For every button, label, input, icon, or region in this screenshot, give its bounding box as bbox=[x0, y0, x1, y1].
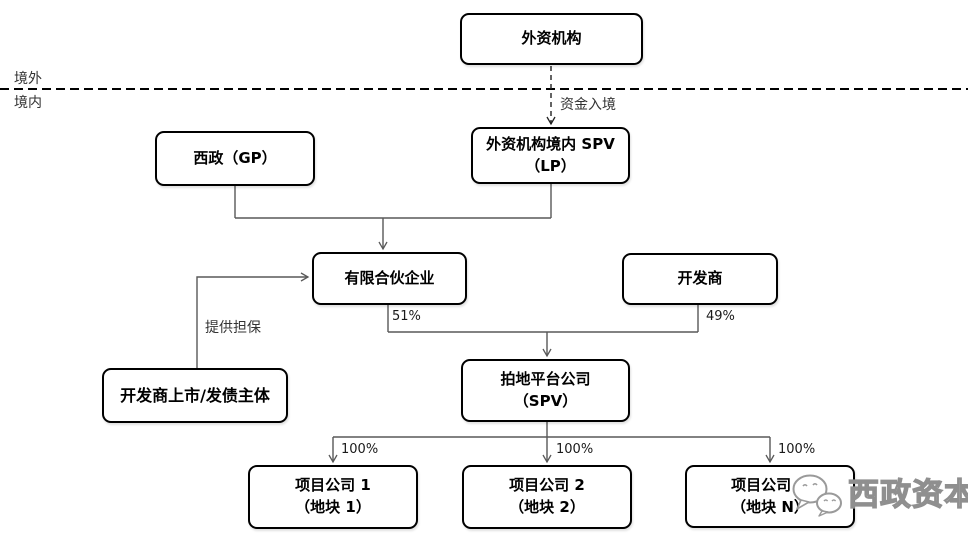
node-label-line2: （LP） bbox=[525, 156, 576, 175]
pct-100-label-projectN: 100% bbox=[778, 442, 816, 457]
node-label: 开发商 bbox=[677, 269, 723, 288]
offshore-label: 境外 bbox=[14, 71, 42, 87]
node-label-line1: 外资机构境内 SPV bbox=[486, 134, 615, 153]
capital-entry-label: 资金入境 bbox=[560, 97, 616, 113]
pct-100-label-project1: 100% bbox=[341, 442, 379, 457]
node-label-line1: 项目公司 N bbox=[731, 475, 809, 494]
node-project-company-n: 项目公司 N （地块 N） bbox=[685, 465, 855, 528]
node-label: 外资机构 bbox=[521, 29, 582, 48]
wechat-bubbles-icon bbox=[792, 474, 842, 517]
node-developer-listed-entity: 开发商上市/发债主体 bbox=[102, 368, 288, 423]
node-label-line2: （SPV） bbox=[513, 391, 578, 410]
node-project-company-2: 项目公司 2 （地块 2） bbox=[462, 465, 632, 529]
watermark-text: 西政资本 bbox=[847, 476, 968, 513]
node-label-line1: 拍地平台公司 bbox=[500, 369, 591, 388]
edge-gp-lp-junction bbox=[234, 184, 552, 219]
edge-51-49-junction bbox=[387, 305, 699, 333]
node-foreign-spv-lp: 外资机构境内 SPV （LP） bbox=[471, 127, 630, 184]
edge-platform-distribution bbox=[333, 422, 770, 438]
node-foreign-institution: 外资机构 bbox=[460, 13, 643, 65]
node-label-line2: （地块 N） bbox=[731, 497, 809, 516]
pct-51-label: 51% bbox=[392, 309, 421, 324]
node-xizheng-gp: 西政（GP） bbox=[155, 131, 315, 186]
guarantee-label: 提供担保 bbox=[205, 320, 261, 336]
node-label-line2: （地块 1） bbox=[295, 498, 371, 516]
node-label-line1: 项目公司 1 bbox=[295, 476, 371, 495]
node-project-company-1: 项目公司 1 （地块 1） bbox=[248, 465, 418, 529]
node-label: 西政（GP） bbox=[193, 148, 277, 167]
node-label-line1: 项目公司 2 bbox=[509, 476, 585, 495]
node-limited-partnership: 有限合伙企业 bbox=[312, 252, 467, 305]
node-label-line2: （地块 2） bbox=[509, 498, 585, 516]
node-label: 有限合伙企业 bbox=[344, 268, 435, 287]
onshore-label: 境内 bbox=[14, 95, 42, 111]
node-developer: 开发商 bbox=[622, 253, 778, 305]
edge-guarantee bbox=[196, 272, 310, 368]
node-label: 开发商上市/发债主体 bbox=[120, 385, 270, 405]
pct-100-label-project2: 100% bbox=[556, 442, 594, 457]
pct-49-label: 49% bbox=[706, 309, 735, 324]
node-land-platform-spv: 拍地平台公司 （SPV） bbox=[461, 359, 630, 422]
watermark: 西政资本 bbox=[791, 472, 968, 518]
